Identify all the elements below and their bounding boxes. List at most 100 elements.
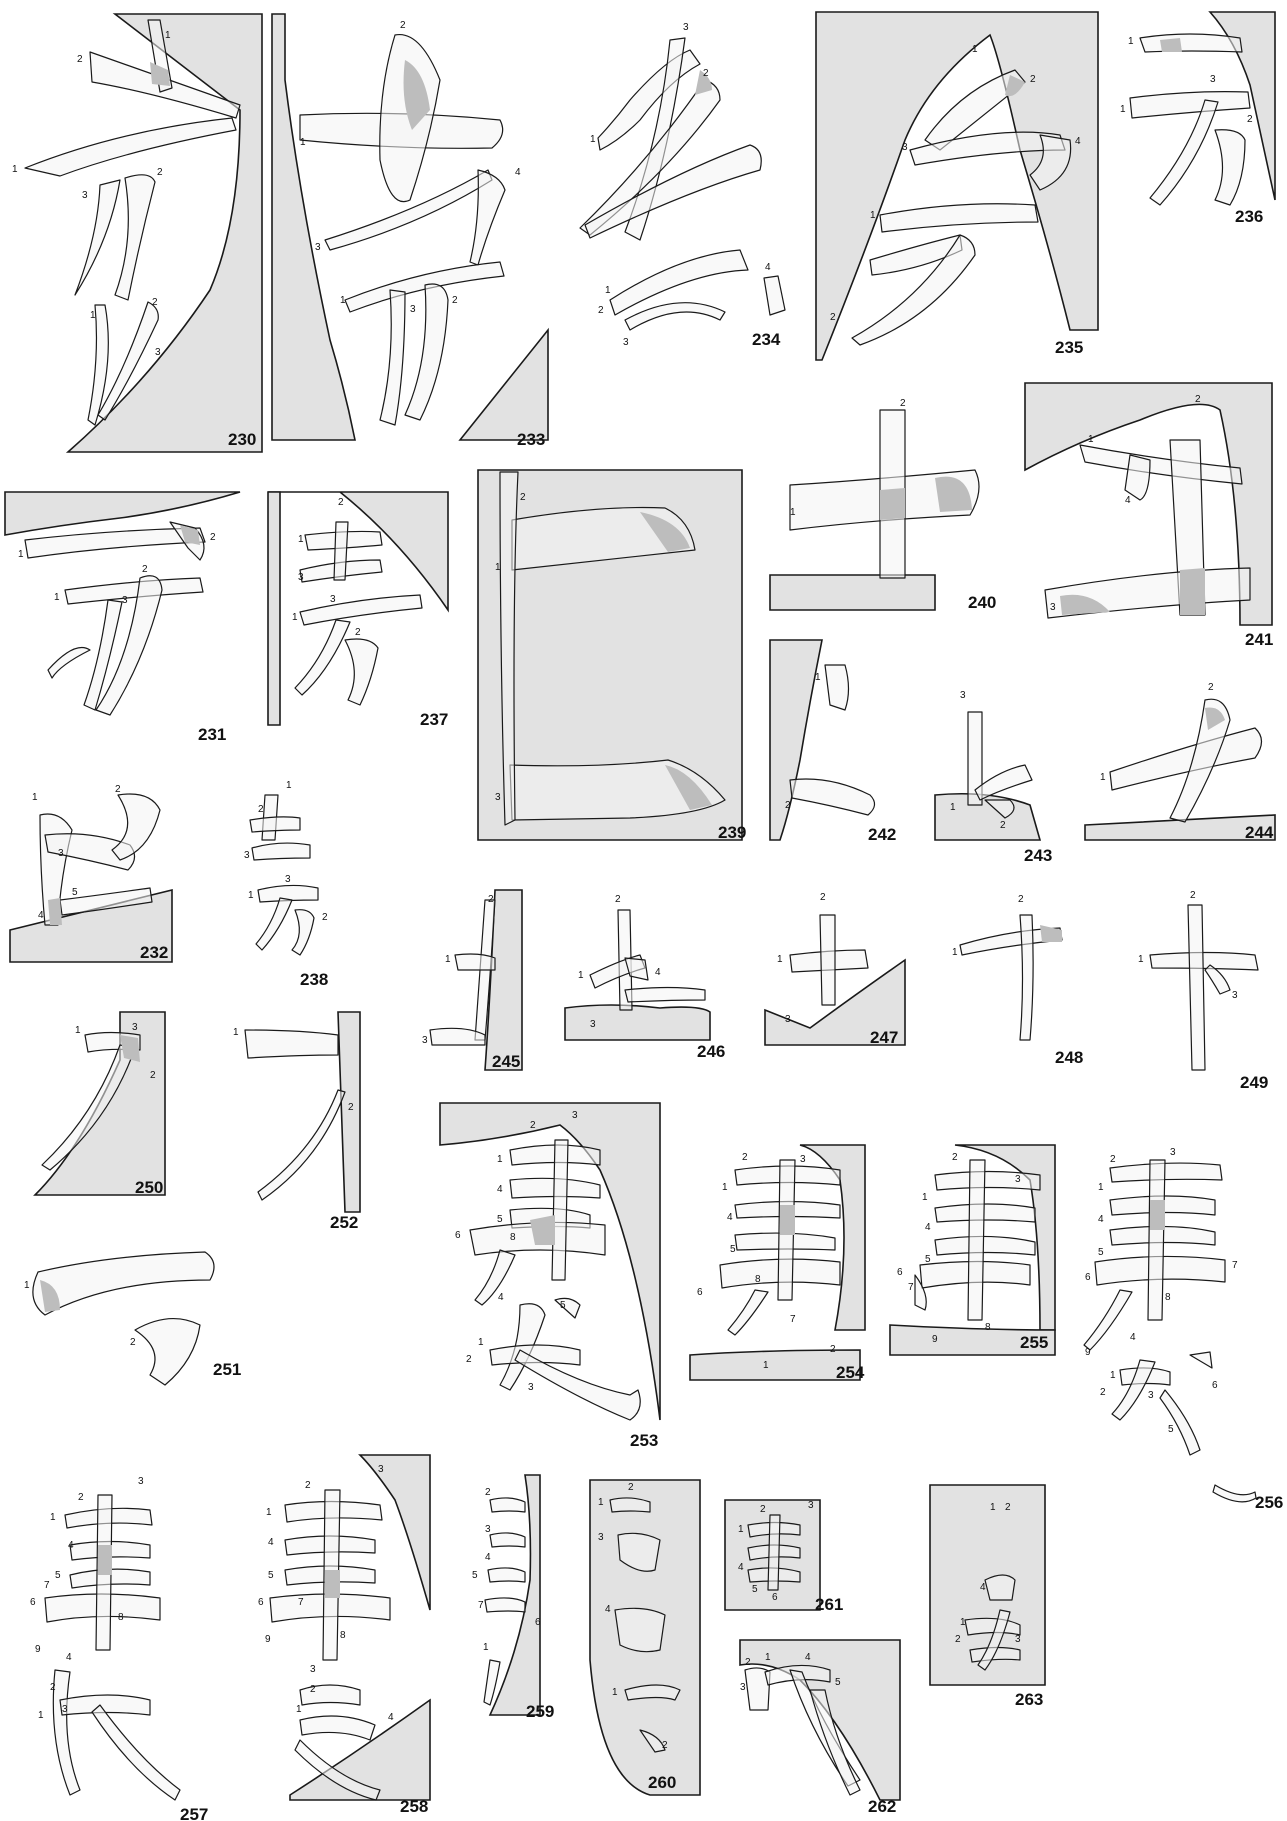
stroke-number: 3 <box>598 1532 604 1543</box>
stroke-number: 4 <box>1075 136 1081 147</box>
stroke-number: 8 <box>1165 1292 1171 1303</box>
stroke-number: 3 <box>285 874 291 885</box>
stroke-number: 3 <box>495 792 501 803</box>
stroke-number: 1 <box>38 1710 44 1721</box>
stroke-number: 1 <box>1098 1182 1104 1193</box>
stroke-number: 1 <box>1110 1370 1116 1381</box>
stroke-number: 4 <box>765 262 771 273</box>
stroke-number: 2 <box>1208 682 1214 693</box>
figure-number: 256 <box>1255 1493 1283 1512</box>
stroke-number: 1 <box>12 164 18 175</box>
stroke-number: 2 <box>77 54 83 65</box>
figure-234 <box>580 38 785 330</box>
stroke-number: 2 <box>488 894 494 905</box>
stroke-number: 2 <box>1195 394 1201 405</box>
stroke-number: 7 <box>298 1597 304 1608</box>
figure-number: 240 <box>968 593 996 612</box>
stroke-number: 1 <box>815 672 821 683</box>
stroke-number: 4 <box>66 1652 72 1663</box>
stroke-number: 4 <box>805 1652 811 1663</box>
stroke-number: 2 <box>1018 894 1024 905</box>
stroke-number: 1 <box>286 780 292 791</box>
stroke-number: 6 <box>772 1592 778 1603</box>
figure-235 <box>816 12 1098 360</box>
figure-254 <box>690 1145 865 1380</box>
stroke-number: 1 <box>870 210 876 221</box>
stroke-number: 1 <box>598 1497 604 1508</box>
stroke-number: 2 <box>305 1480 311 1491</box>
figure-number: 247 <box>870 1028 898 1047</box>
figure-number: 243 <box>1024 846 1052 865</box>
figure-number: 259 <box>526 1702 554 1721</box>
stroke-number: 3 <box>800 1154 806 1165</box>
figure-247 <box>765 915 905 1045</box>
stroke-number: 1 <box>790 507 796 518</box>
stroke-number: 2 <box>466 1354 472 1365</box>
stroke-number: 4 <box>68 1540 74 1551</box>
stroke-number: 7 <box>908 1282 914 1293</box>
figure-number: 253 <box>630 1431 658 1450</box>
figure-number: 249 <box>1240 1073 1268 1092</box>
figure-239 <box>478 470 742 840</box>
stroke-number: 5 <box>560 1300 566 1311</box>
stroke-number: 3 <box>740 1682 746 1693</box>
stroke-number: 7 <box>478 1600 484 1611</box>
stroke-number: 2 <box>900 398 906 409</box>
figure-233 <box>272 14 548 440</box>
figure-230 <box>25 14 262 452</box>
stroke-number: 2 <box>348 1102 354 1113</box>
figure-number: 254 <box>836 1363 865 1382</box>
figure-237 <box>268 492 448 725</box>
stroke-number: 2 <box>628 1482 634 1493</box>
stroke-number: 2 <box>615 894 621 905</box>
stroke-number: 2 <box>142 564 148 575</box>
stroke-number: 1 <box>50 1512 56 1523</box>
stroke-number: 1 <box>90 310 96 321</box>
stroke-number: 1 <box>990 1502 996 1513</box>
stroke-number: 1 <box>1138 954 1144 965</box>
stroke-number: 2 <box>157 167 163 178</box>
stroke-number: 8 <box>985 1322 991 1333</box>
stroke-number: 5 <box>268 1570 274 1581</box>
stroke-number: 6 <box>30 1597 36 1608</box>
stroke-number: 1 <box>590 134 596 145</box>
stroke-number: 2 <box>322 912 328 923</box>
figure-257 <box>45 1495 180 1800</box>
stroke-number: 3 <box>315 242 321 253</box>
stroke-number: 1 <box>445 954 451 965</box>
stroke-number: 1 <box>54 592 60 603</box>
stroke-number: 3 <box>58 848 64 859</box>
stroke-number: 4 <box>738 1562 744 1573</box>
stroke-number: 4 <box>925 1222 931 1233</box>
stroke-number: 3 <box>422 1035 428 1046</box>
figure-number: 260 <box>648 1773 676 1792</box>
figure-256 <box>1084 1160 1256 1502</box>
stroke-number: 1 <box>24 1280 30 1291</box>
stroke-number: 3 <box>902 142 908 153</box>
figure-250 <box>35 1012 165 1195</box>
stroke-number: 3 <box>1148 1390 1154 1401</box>
stroke-number: 1 <box>738 1524 744 1535</box>
stroke-number: 3 <box>623 337 629 348</box>
stroke-number: 1 <box>972 44 978 55</box>
stroke-number: 5 <box>925 1254 931 1265</box>
stroke-number: 3 <box>330 594 336 605</box>
stroke-number: 5 <box>472 1570 478 1581</box>
stroke-number: 3 <box>1015 1634 1021 1645</box>
stroke-number: 3 <box>808 1500 814 1511</box>
figure-248 <box>960 915 1062 1040</box>
stroke-number: 2 <box>662 1740 668 1751</box>
stroke-number: 6 <box>535 1617 541 1628</box>
figure-number: 236 <box>1235 207 1263 226</box>
stroke-number: 2 <box>115 784 121 795</box>
stroke-number: 1 <box>32 792 38 803</box>
stroke-number: 9 <box>35 1644 41 1655</box>
figure-number: 252 <box>330 1213 358 1232</box>
stroke-number: 8 <box>755 1274 761 1285</box>
figure-259 <box>484 1475 540 1715</box>
stroke-number: 4 <box>485 1552 491 1563</box>
figure-251 <box>33 1252 214 1385</box>
stroke-number: 5 <box>55 1570 61 1581</box>
figure-number: 262 <box>868 1797 896 1816</box>
stroke-number: 4 <box>388 1712 394 1723</box>
